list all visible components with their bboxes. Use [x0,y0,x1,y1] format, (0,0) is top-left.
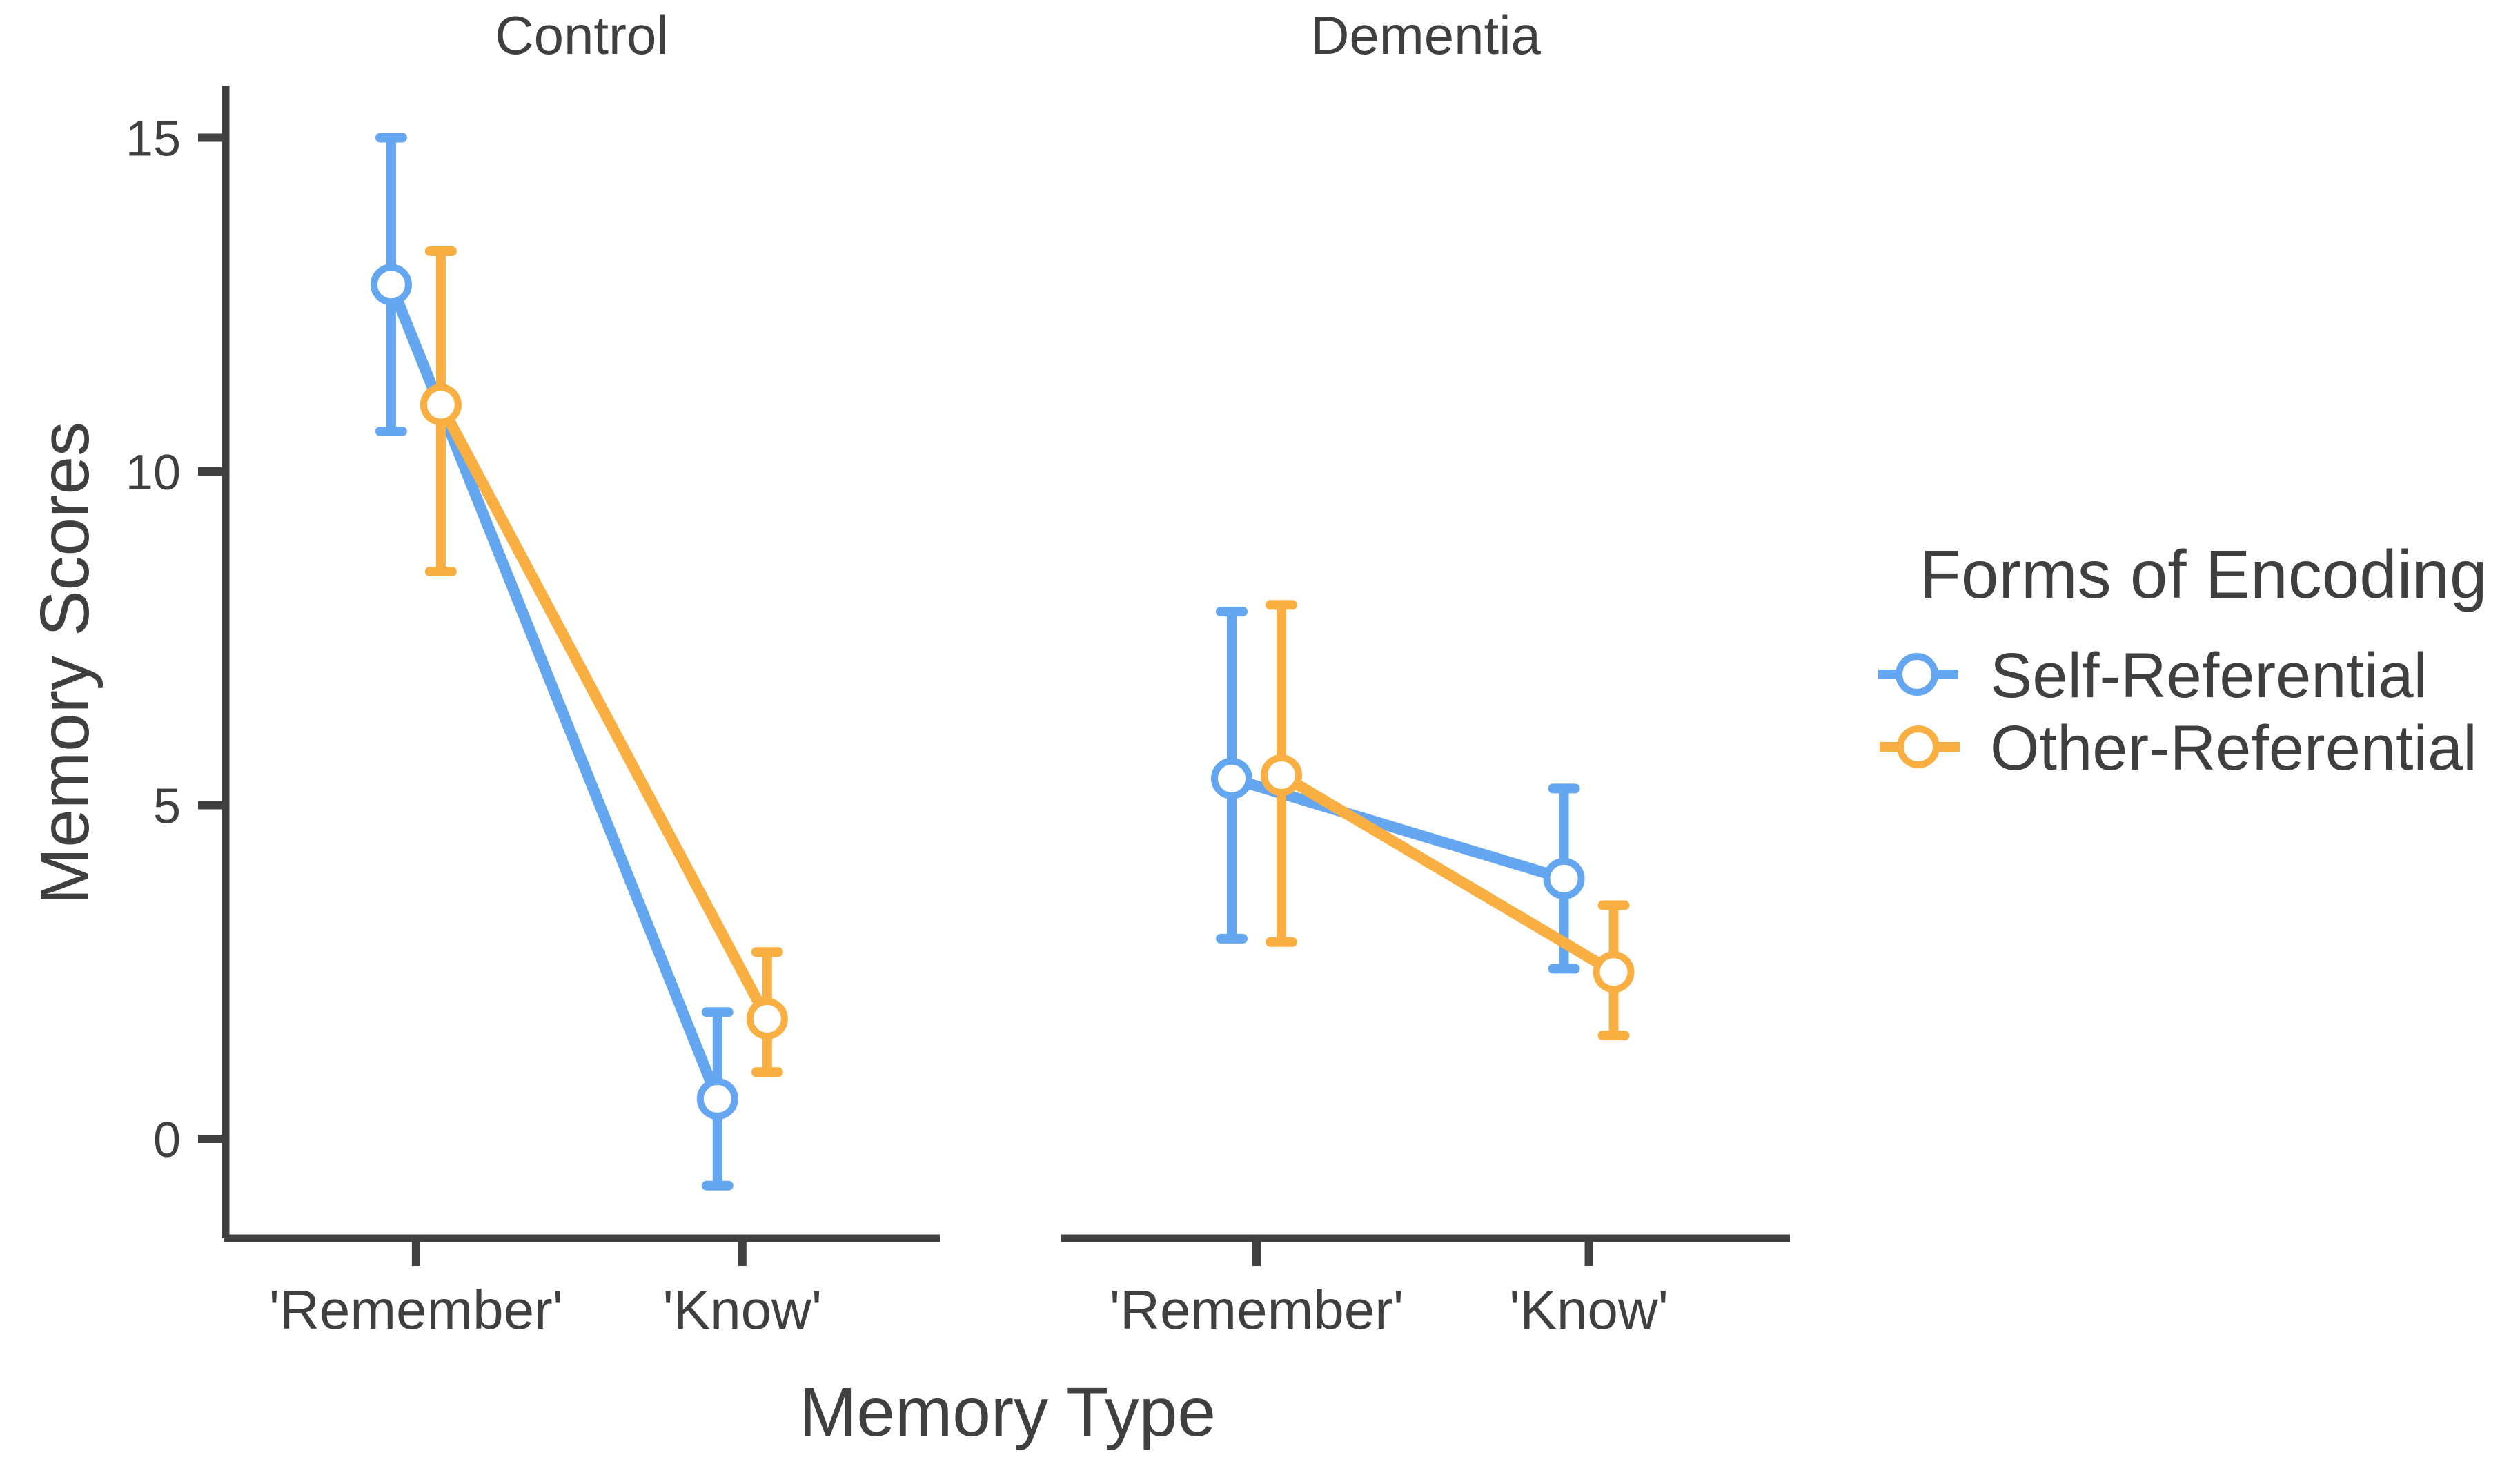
x-tick-label: 'Know' [662,1279,822,1340]
legend-label-self-referential: Self-Referential [1990,641,2428,711]
axes-layer: 0 5 10 15 'Remember' 'Know' 'Remember' 'Know' [126,86,1790,1340]
facet-title-dementia: Dementia [1310,5,1541,66]
data-marks-layer [370,133,1635,1191]
data-point [420,384,462,426]
x-axis-title: Memory Type [799,1374,1216,1451]
data-point [1261,754,1303,796]
data-point [696,1077,738,1120]
legend-key-circle-icon [1897,725,1940,768]
data-point [746,997,788,1040]
y-tick-label: 0 [153,1113,181,1168]
legend-title: Forms of Encoding [1920,536,2487,612]
series-line [1276,769,1620,978]
legend-key-circle-icon [1896,653,1938,696]
y-tick-label: 10 [126,445,181,500]
y-tick-label: 5 [153,779,181,835]
legend-key-self-referential [1878,653,1958,696]
series-line [1226,772,1570,884]
data-point [1593,951,1635,993]
series-line [435,399,773,1024]
x-tick-label: 'Remember' [269,1279,563,1340]
data-point [370,264,412,306]
facet-title-control: Control [495,5,668,66]
x-tick-label: 'Know' [1509,1279,1668,1340]
legend-key-other-referential [1880,725,1960,768]
x-tick-label: 'Remember' [1110,1279,1404,1340]
legend: Forms of Encoding Self-Referential Other… [1878,536,2487,783]
legend-label-other-referential: Other-Referential [1990,713,2477,783]
data-point [1543,857,1585,899]
y-axis-title: Memory Scores [26,422,104,905]
data-point [1211,757,1253,799]
y-tick-label: 15 [126,112,181,167]
